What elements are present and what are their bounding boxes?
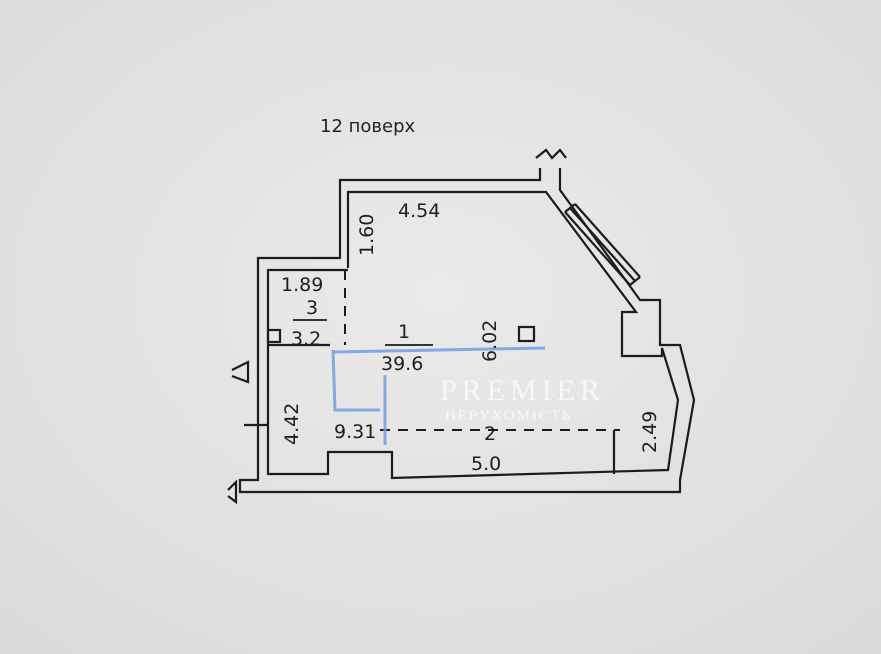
room-2-number: 2 — [484, 423, 496, 445]
room-3-area: 3.2 — [291, 328, 321, 350]
watermark-logo: PREMIER НЕРУХОМІСТЬ — [440, 374, 605, 424]
room-2-area: 5.0 — [471, 453, 501, 475]
dim-left-depth: 4.42 — [281, 403, 303, 445]
floor-label: 12 поверх — [320, 116, 416, 137]
dim-top-depth: 1.60 — [356, 214, 378, 256]
watermark-subtitle: НЕРУХОМІСТЬ — [445, 408, 573, 424]
dim-right-depth: 2.49 — [639, 411, 661, 453]
partition-dashes — [344, 270, 620, 431]
dim-room3-width: 1.89 — [281, 274, 323, 296]
dimension-labels: 4.54 1.60 1.89 6.02 4.42 9.31 2.49 — [281, 200, 661, 453]
dim-lower-width: 9.31 — [334, 421, 376, 443]
watermark-brand: PREMIER — [440, 374, 605, 407]
ventilation-shaft-icon — [517, 325, 536, 343]
blue-markings — [331, 346, 546, 445]
room-1-area: 39.6 — [381, 353, 423, 375]
outer-walls — [227, 148, 696, 505]
room-1-number: 1 — [398, 321, 410, 343]
dim-room1-depth: 6.02 — [479, 320, 501, 362]
room-3-number: 3 — [306, 297, 318, 319]
room-labels: 1 39.6 2 5.0 3 3.2 — [291, 297, 501, 475]
dim-top-width: 4.54 — [398, 200, 440, 222]
